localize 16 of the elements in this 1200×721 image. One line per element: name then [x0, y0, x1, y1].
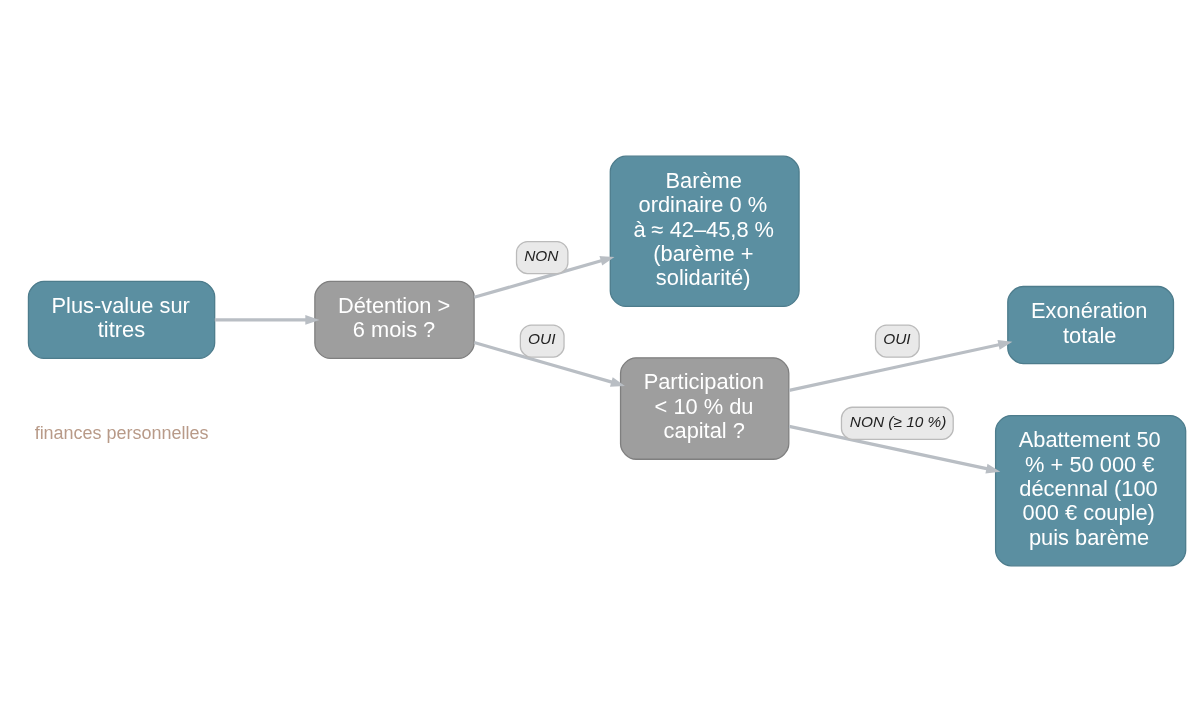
node-box: Barème ordinaire 0 % à ≈ 42–45,8 % (barème + solidarité) — [609, 155, 800, 307]
arrow — [473, 340, 625, 387]
node-box: Détention > 6 mois ? — [314, 280, 475, 359]
arrow — [473, 255, 615, 299]
edge-label: OUI — [528, 329, 556, 347]
edge-label: NON (≥ 10 %) — [849, 412, 947, 430]
edge-label: NON — [524, 246, 559, 264]
node-box: Abattement 50 % + 50 000 € décennal (100 000 € couple) puis barème — [994, 414, 1187, 566]
arrow — [788, 339, 1013, 392]
edge-label: OUI — [883, 329, 911, 347]
label: finances personnelles — [34, 422, 209, 443]
node-box: Exonération totale — [1007, 285, 1175, 364]
arrow — [788, 424, 1001, 473]
node-box: Participation < 10 % du capital ? — [619, 356, 790, 460]
node-box: Plus-value sur titres — [27, 280, 216, 359]
arrow — [214, 314, 320, 325]
